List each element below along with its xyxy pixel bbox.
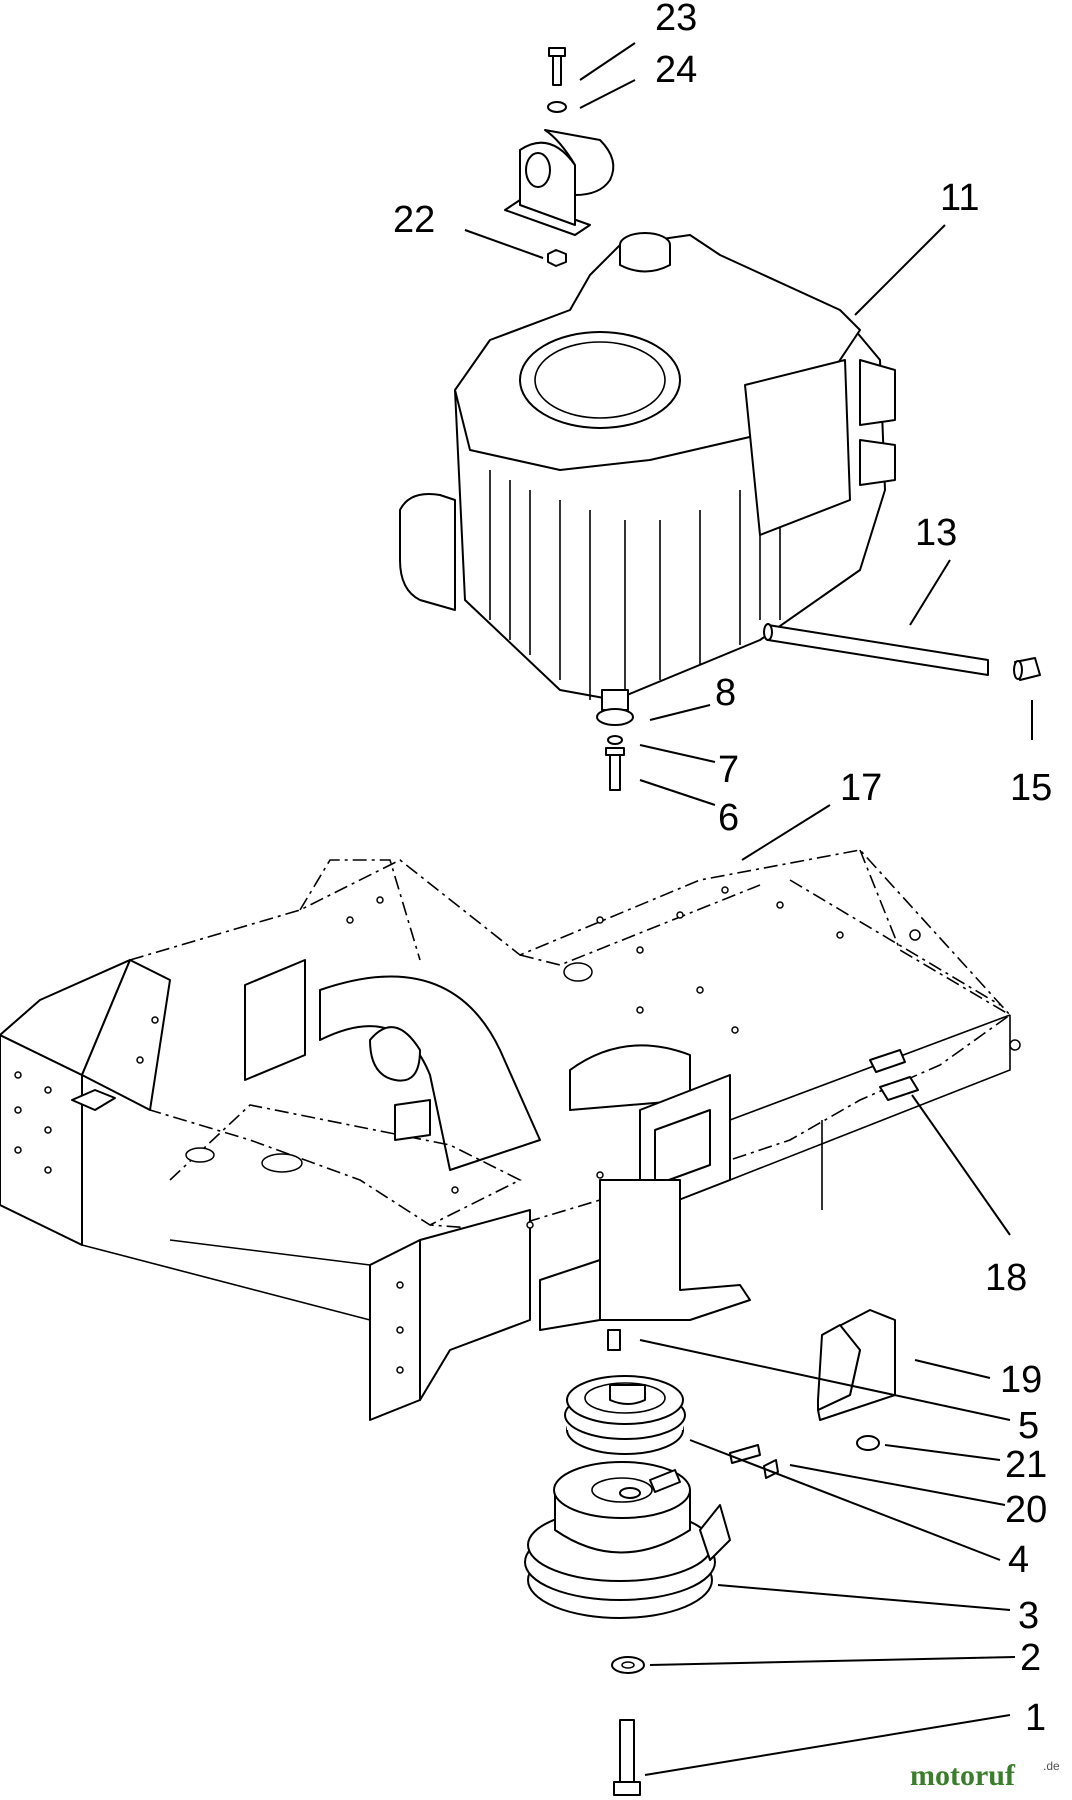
frame-holes: [14, 886, 1021, 1374]
watermark-logo: motoruf .de: [910, 1759, 1060, 1792]
label-24: 24: [655, 49, 697, 91]
label-6: 6: [718, 797, 739, 839]
label-23: 23: [655, 0, 697, 39]
label-20: 20: [1005, 1489, 1047, 1531]
label-8: 8: [715, 672, 736, 714]
label-7: 7: [718, 749, 739, 791]
label-17: 17: [840, 767, 882, 809]
part-number-labels: 23 24 22 11 13 15 8 7 6 17 18 19 5 21 20…: [393, 0, 1052, 1739]
label-11: 11: [940, 177, 979, 219]
label-1: 1: [1025, 1697, 1046, 1739]
label-3: 3: [1018, 1595, 1039, 1637]
clutch: [524, 1461, 731, 1619]
clutch-bolt-stack: [611, 1656, 645, 1796]
solenoid-assembly: [504, 47, 615, 267]
label-13: 13: [915, 512, 957, 554]
engine-bolt-stack: [596, 708, 634, 791]
tube-assembly: [763, 623, 1041, 681]
chassis-frame: [0, 849, 1021, 1421]
watermark-text: motoruf: [910, 1759, 1016, 1792]
pulley: [564, 1375, 686, 1455]
label-4: 4: [1008, 1539, 1029, 1581]
label-15: 15: [1010, 767, 1052, 809]
label-21: 21: [1005, 1444, 1047, 1486]
engine: [399, 232, 896, 711]
label-5: 5: [1018, 1405, 1039, 1447]
shaft-key: [607, 1329, 621, 1351]
label-19: 19: [1000, 1359, 1042, 1401]
bracket-assembly: [729, 1309, 896, 1479]
label-18: 18: [985, 1257, 1027, 1299]
watermark-suffix: .de: [1043, 1759, 1060, 1773]
label-2: 2: [1020, 1637, 1041, 1679]
leader-lines: [464, 42, 1033, 1776]
label-22: 22: [393, 199, 435, 241]
